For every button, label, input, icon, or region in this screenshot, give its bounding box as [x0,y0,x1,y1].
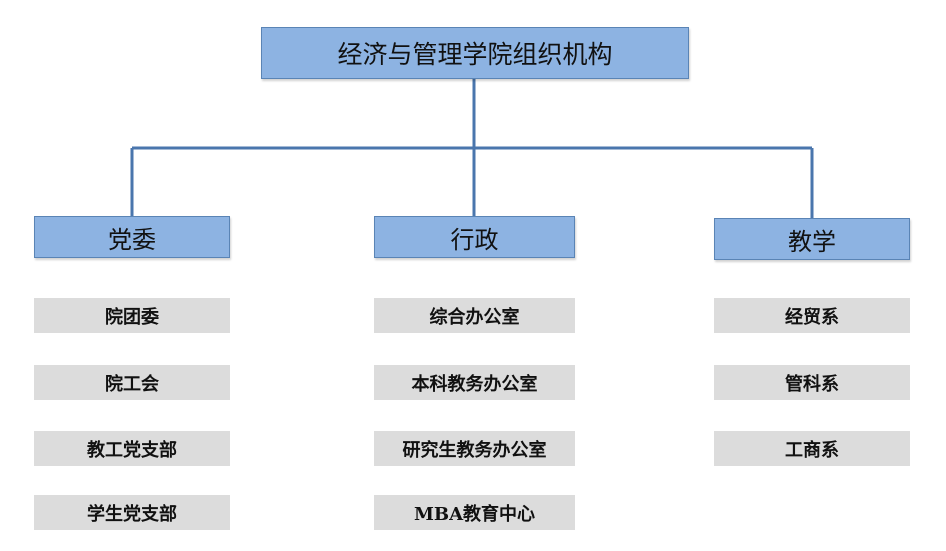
unit-label: 研究生教务办公室 [402,439,547,461]
unit-box: 院工会 [34,365,230,400]
unit-label: 本科教务办公室 [411,373,538,395]
unit-box: 研究生教务办公室 [374,431,575,466]
unit-box: 院团委 [34,298,230,333]
unit-label: 工商系 [785,439,839,461]
branch-label: 党委 [108,225,156,254]
unit-box: 管科系 [714,365,910,400]
unit-box: MBA教育中心 [374,495,575,530]
unit-label: 院团委 [105,306,159,328]
branch-head-admin: 行政 [374,216,575,258]
unit-box: 本科教务办公室 [374,365,575,400]
unit-box: 学生党支部 [34,495,230,530]
branch-head-teaching: 教学 [714,218,910,260]
branch-label: 教学 [788,227,836,256]
unit-box: 教工党支部 [34,431,230,466]
org-title-box: 经济与管理学院组织机构 [261,27,689,79]
unit-label: 院工会 [105,373,159,395]
unit-label: 教工党支部 [87,439,177,461]
org-title: 经济与管理学院组织机构 [337,40,613,69]
unit-box: 工商系 [714,431,910,466]
unit-label: 综合办公室 [429,306,520,328]
branch-label: 行政 [450,225,499,254]
unit-box: 综合办公室 [374,298,575,333]
unit-box: 经贸系 [714,298,910,333]
branch-head-party: 党委 [34,216,230,258]
unit-label: 学生党支部 [87,503,177,525]
unit-label: 管科系 [785,373,839,395]
unit-label: 经贸系 [785,306,839,328]
unit-label: MBA教育中心 [413,503,536,525]
